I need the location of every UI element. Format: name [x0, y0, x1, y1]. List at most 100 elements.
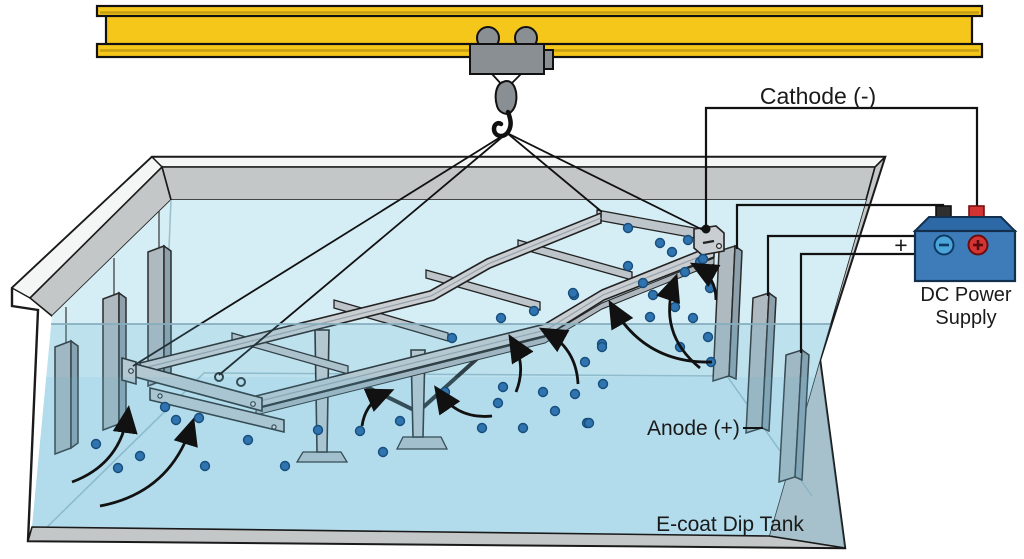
paint-particle	[497, 381, 509, 393]
paint-particle	[654, 237, 666, 249]
stand-foot	[395, 436, 449, 450]
paint-particle	[377, 446, 389, 458]
paint-particle	[637, 277, 649, 289]
anode-label: Anode (+)	[647, 417, 740, 440]
paint-particle	[666, 246, 678, 258]
trolley-side-tab	[543, 49, 554, 70]
chassis-minus-mark	[702, 239, 715, 245]
paint-particle	[644, 311, 656, 323]
battery-body	[913, 229, 1017, 283]
paint-particle	[90, 438, 102, 450]
anode-plate-side	[70, 339, 79, 450]
sling-cable	[506, 132, 603, 213]
paint-particle	[134, 450, 146, 462]
flow-arrow	[71, 405, 138, 484]
bolt	[250, 401, 256, 407]
bolt	[157, 393, 163, 399]
anode-wire-3	[799, 252, 915, 353]
stand-foot	[295, 451, 349, 463]
circuit-wiring	[701, 106, 979, 353]
paint-particle	[682, 234, 694, 246]
battery-top	[912, 216, 1018, 232]
flow-arrow	[538, 327, 580, 385]
liquid-tint-lower	[32, 377, 885, 548]
sling-cable	[506, 132, 704, 231]
tow-shackle	[236, 377, 246, 387]
crane-hook-icon	[491, 109, 513, 139]
anode-plates-left	[54, 211, 172, 456]
sling-cable	[132, 132, 508, 367]
floor-back-joint	[204, 372, 728, 377]
paint-particle	[567, 287, 579, 299]
paint-particle	[394, 415, 406, 427]
flow-arrow	[360, 388, 395, 427]
paint-particle	[112, 462, 124, 474]
flow-arrow	[689, 262, 721, 301]
rail-detail-line	[255, 250, 715, 403]
bolt	[128, 368, 134, 374]
tank-front-bottom-edge	[26, 526, 846, 549]
paint-particle	[622, 260, 634, 272]
beam-web	[104, 12, 974, 47]
tank-rim-back-inner	[160, 166, 877, 201]
paint-particle	[702, 331, 714, 343]
anode-plate-side	[794, 348, 810, 482]
dc-power-supply-label-line2: Supply	[935, 307, 996, 329]
anode-label-group: Anode (+)	[647, 417, 763, 440]
flow-arrows	[71, 262, 721, 508]
bolt	[271, 424, 277, 430]
cathode-wire	[704, 106, 979, 229]
paint-particle	[669, 301, 681, 313]
dc-power-supply: + DC Power Supply	[894, 205, 1018, 329]
paint-particle	[170, 414, 182, 426]
frame-rail-near	[255, 243, 715, 410]
paint-particle	[569, 388, 581, 400]
anode-wire-2	[766, 234, 915, 296]
paint-particle	[647, 289, 659, 301]
paint-particle	[622, 222, 634, 234]
sling-cable	[218, 132, 508, 376]
paint-particle	[159, 401, 171, 413]
front-bumper-bar	[149, 386, 285, 434]
hoist-trolley	[469, 26, 554, 139]
anode-plate-side	[728, 244, 743, 381]
paint-particle	[476, 422, 488, 434]
flow-arrow	[508, 333, 534, 393]
pulley-block	[494, 80, 518, 115]
tank-label: E-coat Dip Tank	[656, 513, 804, 536]
paint-particle	[597, 378, 609, 390]
paint-particle	[242, 434, 254, 446]
paint-particle	[549, 405, 561, 417]
paint-particle	[697, 253, 709, 265]
paint-particle	[495, 312, 507, 324]
paint-particle	[446, 332, 458, 344]
flow-arrow	[608, 299, 713, 364]
anode-plate-side	[761, 291, 777, 433]
paint-particle	[199, 460, 211, 472]
trolley-body	[469, 43, 545, 75]
paint-particle	[583, 417, 595, 429]
paint-particle	[537, 386, 549, 398]
rail-detail-line	[139, 217, 602, 370]
tow-shackle	[214, 372, 224, 382]
paint-particle	[579, 356, 591, 368]
lifting-slings	[132, 132, 704, 376]
paint-particle	[679, 266, 691, 278]
tank-rim-top	[150, 156, 887, 168]
dc-power-supply-label-line1: DC Power	[920, 284, 1011, 306]
wire-plus-label: +	[894, 232, 907, 258]
paint-particle	[492, 397, 504, 409]
paint-particle	[596, 341, 608, 353]
paint-particle	[354, 425, 366, 437]
paint-particle	[528, 305, 540, 317]
paint-particle	[312, 424, 324, 436]
bolt	[715, 243, 722, 250]
paint-particle	[279, 460, 291, 472]
flow-arrow	[656, 273, 701, 370]
cathode-label: Cathode (-)	[760, 83, 876, 109]
paint-particle	[517, 422, 529, 434]
cathode-connection-dot	[701, 224, 711, 234]
rear-terminal-bracket	[693, 225, 725, 256]
